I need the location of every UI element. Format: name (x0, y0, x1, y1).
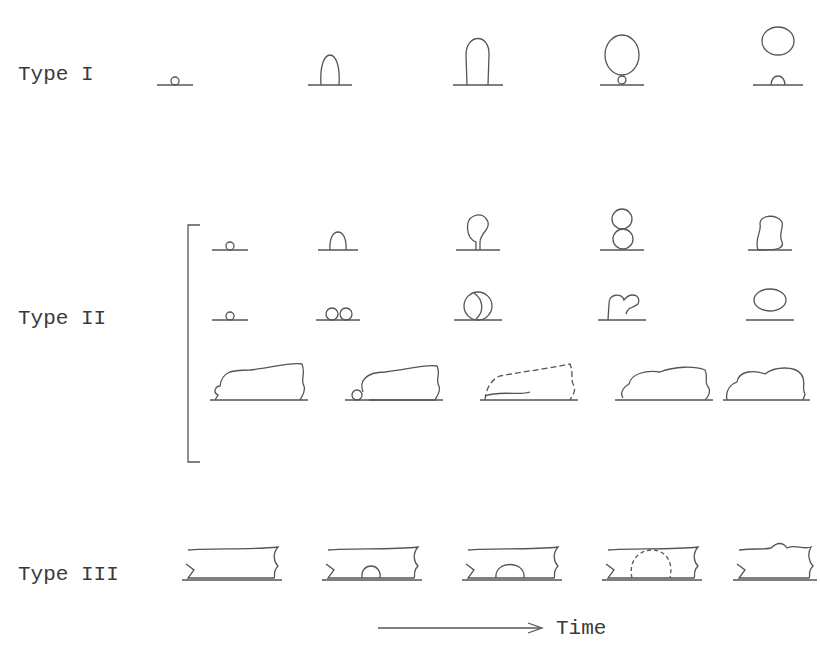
bubble-sketch (753, 27, 803, 85)
bubble-sketch (456, 215, 500, 250)
bubble-sketch (212, 242, 248, 250)
bubble-sketch (345, 366, 443, 400)
bubble-sketch (212, 312, 248, 320)
bubble-sketch (462, 547, 562, 580)
bubble-sketch (615, 367, 713, 400)
type-label: Type I (18, 64, 94, 85)
bubble-sketch (210, 364, 308, 400)
bubble-sketch (602, 547, 702, 580)
bubble-sketch (308, 55, 352, 85)
type-label: Type II (18, 308, 106, 329)
time-arrow (378, 623, 542, 633)
bubble-sketch (454, 292, 502, 320)
type-label: Type III (18, 564, 119, 585)
bubble-sketch (322, 547, 422, 580)
bubble-sketch (480, 364, 578, 400)
bubble-sketch (598, 295, 646, 320)
bubble-sketch (748, 216, 792, 250)
bubble-sketch (316, 308, 360, 320)
bubble-sketch (723, 368, 810, 400)
bubble-sketch (746, 289, 794, 320)
axis-label: Time (556, 618, 606, 639)
bubble-sketch (157, 77, 193, 85)
bubble-sketch (453, 39, 503, 86)
bubble-sketch (600, 35, 644, 85)
bubble-sketch (600, 209, 644, 250)
bubble-sketch (318, 232, 358, 250)
bubble-sketch (182, 547, 282, 580)
bracket (188, 225, 200, 462)
bubble-sketch (733, 544, 817, 581)
